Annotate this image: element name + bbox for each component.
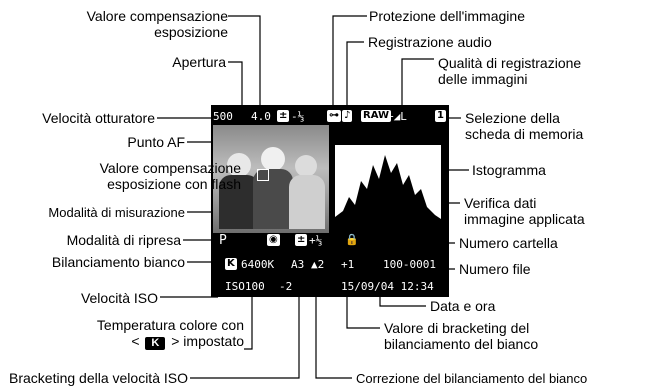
label-cartella: Numero cartella	[459, 235, 558, 251]
k-key-icon: K	[145, 337, 166, 350]
lcd-kelvin: 6400K	[241, 258, 275, 271]
label-ripresa: Modalità di ripresa	[66, 232, 181, 248]
label-iso: Velocità ISO	[80, 290, 158, 306]
lcd-wb-bracket: +1	[341, 258, 355, 271]
lcd-screen: 500 4.0 ± -⅓ ⊶ ♪ RAW +◢L 1 P ◉ ± +⅓ 🔒 K …	[211, 105, 449, 297]
label-misurazione: Modalità di misurazione	[48, 205, 185, 220]
label-temperatura: Temperatura colore con < K > impostato	[96, 317, 244, 350]
lcd-quality: RAW	[361, 110, 392, 122]
label-protezione: Protezione dell'immagine	[369, 8, 525, 24]
lcd-iso: ISO100	[225, 280, 265, 293]
af-point-icon	[257, 169, 269, 181]
label-istogramma: Istogramma	[472, 162, 546, 178]
label-audio: Registrazione audio	[368, 34, 492, 50]
lcd-folder-file: 100-0001	[383, 258, 436, 271]
label-punto-af: Punto AF	[127, 134, 185, 150]
lcd-date-time: 15/09/04 12:34	[341, 280, 434, 293]
label-file: Numero file	[459, 261, 531, 277]
label-apertura: Apertura	[172, 54, 226, 70]
label-velocita-otturatore: Velocità otturatore	[42, 110, 155, 126]
lcd-shutter: 500	[213, 110, 233, 123]
label-data-ora: Data e ora	[430, 298, 496, 314]
label-comp-flash: Valore compensazione esposizione con fla…	[99, 160, 241, 192]
lcd-flash-comp: +⅓	[309, 234, 323, 247]
label-valore-comp: Valore compensazione esposizione	[86, 8, 228, 40]
lcd-wb-shift-b: ▲2	[311, 258, 325, 271]
metering-icon: ◉	[267, 234, 280, 246]
lcd-mode: P	[219, 233, 227, 248]
histogram-graph	[335, 145, 441, 225]
lcd-iso-bracket: -2	[279, 280, 293, 293]
lcd-card: 1	[435, 110, 446, 122]
label-scheda: Selezione della scheda di memoria	[465, 110, 584, 142]
label-bracketing-iso: Bracketing della velocità ISO	[9, 370, 188, 386]
lcd-quality-suffix: +◢L	[387, 110, 407, 123]
flash-comp-icon: ±	[295, 234, 308, 246]
label-bilanciamento: Bilanciamento bianco	[51, 254, 185, 270]
protect-icon: ⊶	[327, 110, 341, 122]
audio-icon: ♪	[342, 110, 353, 122]
lcd-wb-shift-a: A3	[291, 258, 305, 271]
label-bracket-wb: Valore di bracketing del bilanciamento d…	[384, 320, 539, 352]
label-correzione-wb: Correzione del bilanciamento del bianco	[356, 371, 588, 386]
label-qualita: Qualità di registrazione delle immagini	[438, 55, 582, 87]
label-verifica: Verifica dati immagine applicata	[464, 195, 585, 227]
exp-comp-icon: ±	[277, 110, 290, 122]
lcd-aperture: 4.0	[251, 110, 271, 123]
lcd-wb-tag: K	[225, 258, 237, 270]
lock-icon: 🔒	[345, 233, 359, 246]
photo-thumbnail	[213, 125, 329, 233]
lcd-exp-comp: -⅓	[291, 110, 305, 123]
